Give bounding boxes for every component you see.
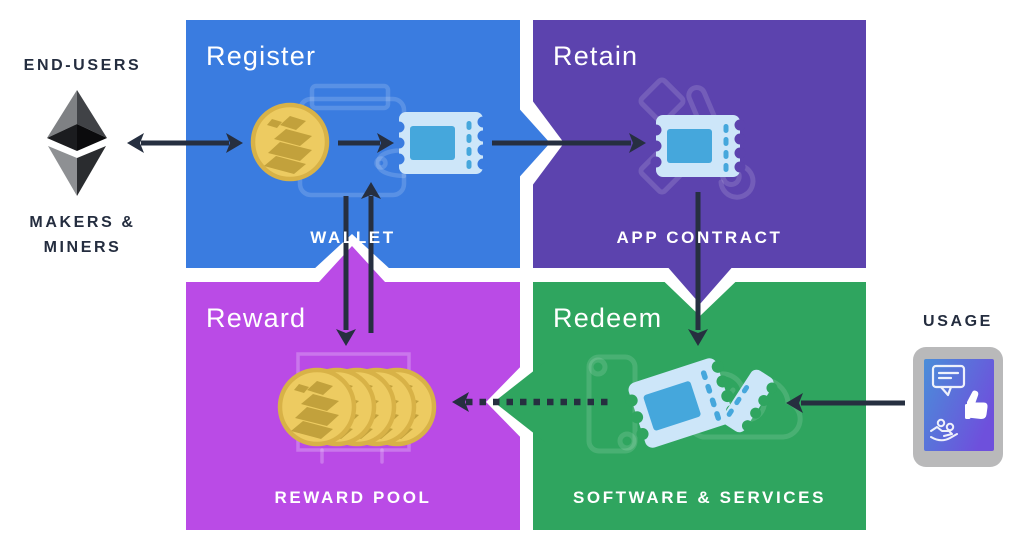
chat-bubble-icon xyxy=(931,364,966,397)
arrow-retain-redeem xyxy=(688,192,708,346)
redeem-title: Redeem xyxy=(553,303,663,333)
arrow-register-retain xyxy=(492,133,646,153)
coin-icon xyxy=(253,105,327,179)
tablet-icon xyxy=(913,347,1003,467)
register-label: WALLET xyxy=(310,228,396,247)
register-title: Register xyxy=(206,41,317,71)
arrow-endusers-register xyxy=(127,133,243,153)
arrow-usage-redeem xyxy=(786,393,905,413)
makers-miners-label: MAKERS &MINERS xyxy=(29,214,136,256)
thumbs-up-icon xyxy=(965,390,988,419)
coin-stack-icon xyxy=(280,370,434,444)
retain-ticket-icon xyxy=(650,115,746,177)
usage-label: USAGE xyxy=(923,313,993,330)
hand-coins-icon xyxy=(930,418,958,442)
arrow-reward-register xyxy=(361,182,381,333)
arrow-register-reward xyxy=(336,196,356,346)
reward-title: Reward xyxy=(206,303,307,333)
retain-label: APP CONTRACT xyxy=(616,228,783,247)
ethereum-icon xyxy=(47,90,107,196)
chevron-reward-register xyxy=(300,234,404,294)
retain-title: Retain xyxy=(553,41,639,71)
ticket-stub-icon xyxy=(722,369,778,433)
arrow-coin-to-ticket xyxy=(338,133,394,153)
end-users-label: END-USERS xyxy=(23,57,142,74)
arrow-redeem-reward xyxy=(452,392,612,412)
redeem-label: SOFTWARE & SERVICES xyxy=(572,488,827,507)
register-ticket-icon xyxy=(393,112,489,174)
reward-label: REWARD POOL xyxy=(274,488,432,507)
